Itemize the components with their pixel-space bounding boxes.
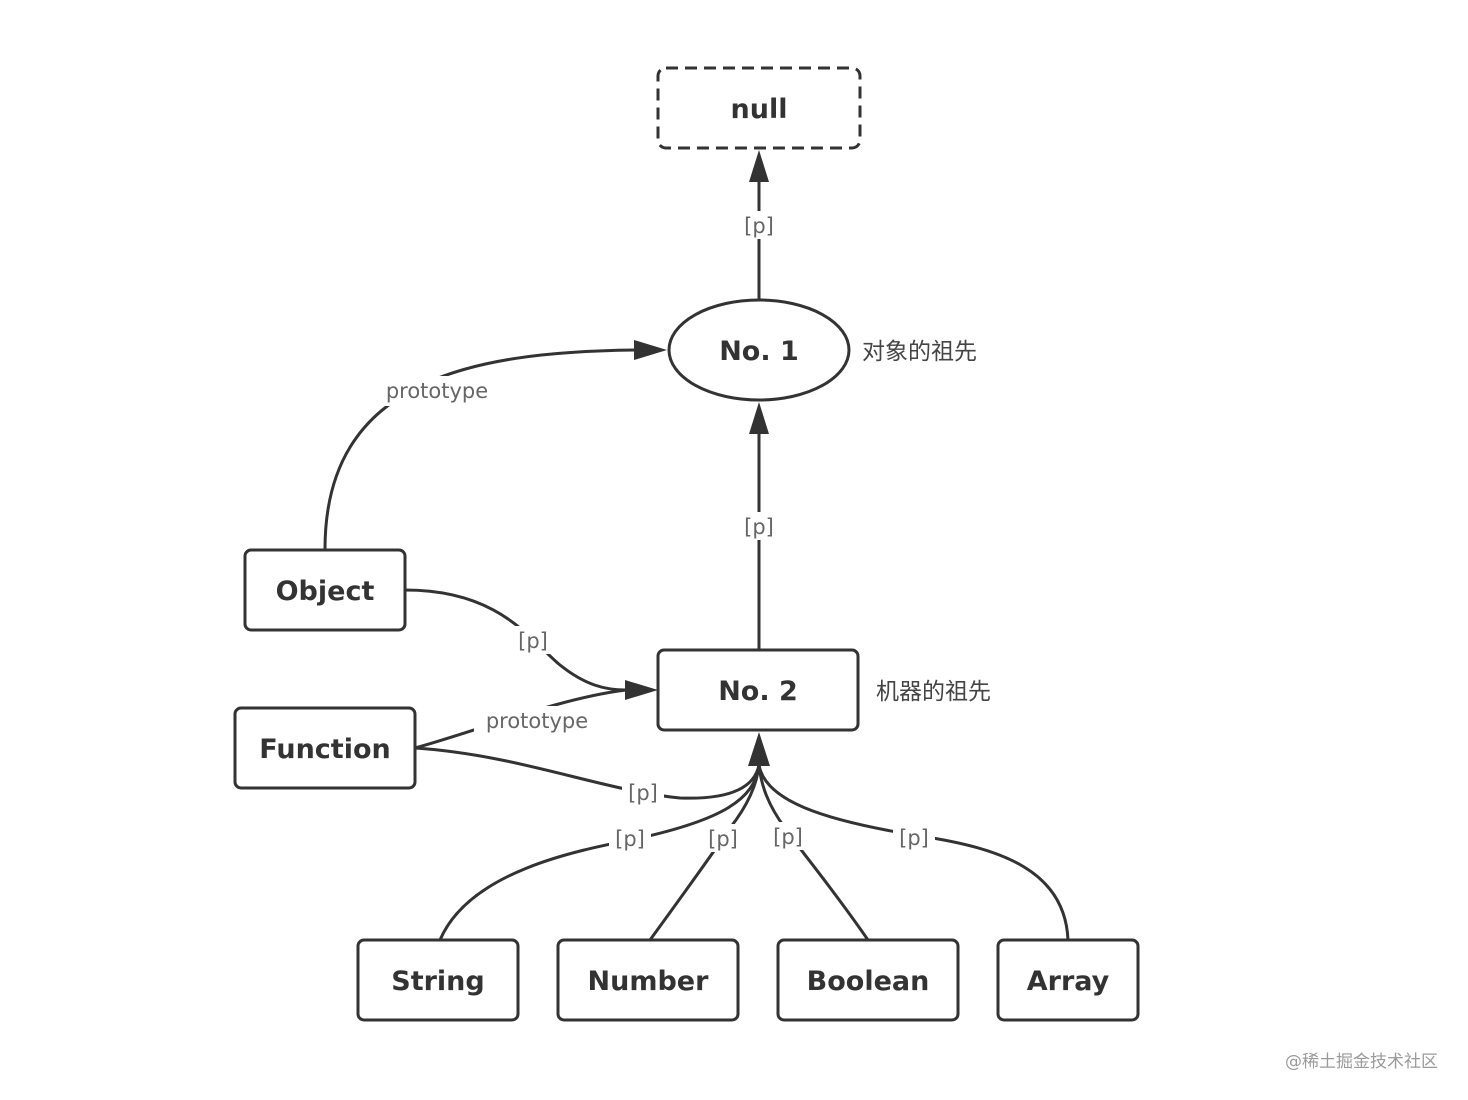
arrowhead-icon — [748, 732, 770, 766]
node-label: String — [391, 966, 484, 997]
node-function: Function — [233, 706, 417, 790]
arrowhead-icon — [625, 680, 658, 700]
edge-label: [p] — [744, 515, 774, 539]
node-null: null — [656, 66, 862, 150]
edge-label: [p] — [615, 827, 645, 851]
edge-label: prototype — [486, 709, 588, 733]
node-string: String — [356, 938, 520, 1022]
annotation-no2: 机器的祖先 — [876, 679, 991, 705]
arrowhead-icon — [749, 150, 769, 182]
edge-object-prototype-to-no1: prototype — [323, 340, 667, 550]
edge-label: [p] — [744, 214, 774, 238]
arrowhead-icon — [634, 340, 667, 360]
edge-label: [p] — [708, 827, 738, 851]
edge-label: [p] — [518, 629, 548, 653]
node-array: Array — [996, 938, 1140, 1022]
node-label: Array — [1027, 966, 1110, 997]
node-label: No. 1 — [719, 336, 799, 367]
node-boolean: Boolean — [776, 938, 960, 1022]
watermark: @稀土掘金技术社区 — [1285, 1052, 1438, 1072]
edge-array-to-no2: [p] — [757, 764, 1070, 941]
node-label: Function — [259, 734, 390, 765]
node-object: Object — [243, 548, 407, 632]
edge-object-proto-to-no2: [p] — [404, 588, 658, 700]
annotation-no1: 对象的祖先 — [862, 339, 977, 365]
edge-string-to-no2: [p] — [438, 764, 761, 941]
node-label: Boolean — [807, 966, 930, 997]
edge-number-to-no2: [p] — [648, 764, 761, 941]
edge-label: prototype — [386, 379, 488, 403]
node-no2: No. 2 — [656, 648, 860, 732]
edge-no2-to-no1: [p] — [737, 402, 781, 650]
edge-label: [p] — [899, 826, 929, 850]
node-number: Number — [556, 938, 740, 1022]
node-label: Number — [588, 966, 710, 997]
edge-boolean-to-no2: [p] — [757, 764, 870, 941]
node-no1: No. 1 — [667, 298, 851, 402]
edge-label: [p] — [773, 825, 803, 849]
node-label: null — [731, 94, 788, 125]
edge-function-prototype-to-no2: prototype — [414, 688, 627, 750]
node-label: No. 2 — [718, 676, 798, 707]
edge-no1-to-null: [p] — [737, 150, 781, 300]
edge-label: [p] — [628, 781, 658, 805]
edge-function-proto-to-no2: [p] — [414, 746, 761, 806]
node-label: Object — [276, 576, 375, 607]
arrowhead-icon — [749, 402, 769, 434]
